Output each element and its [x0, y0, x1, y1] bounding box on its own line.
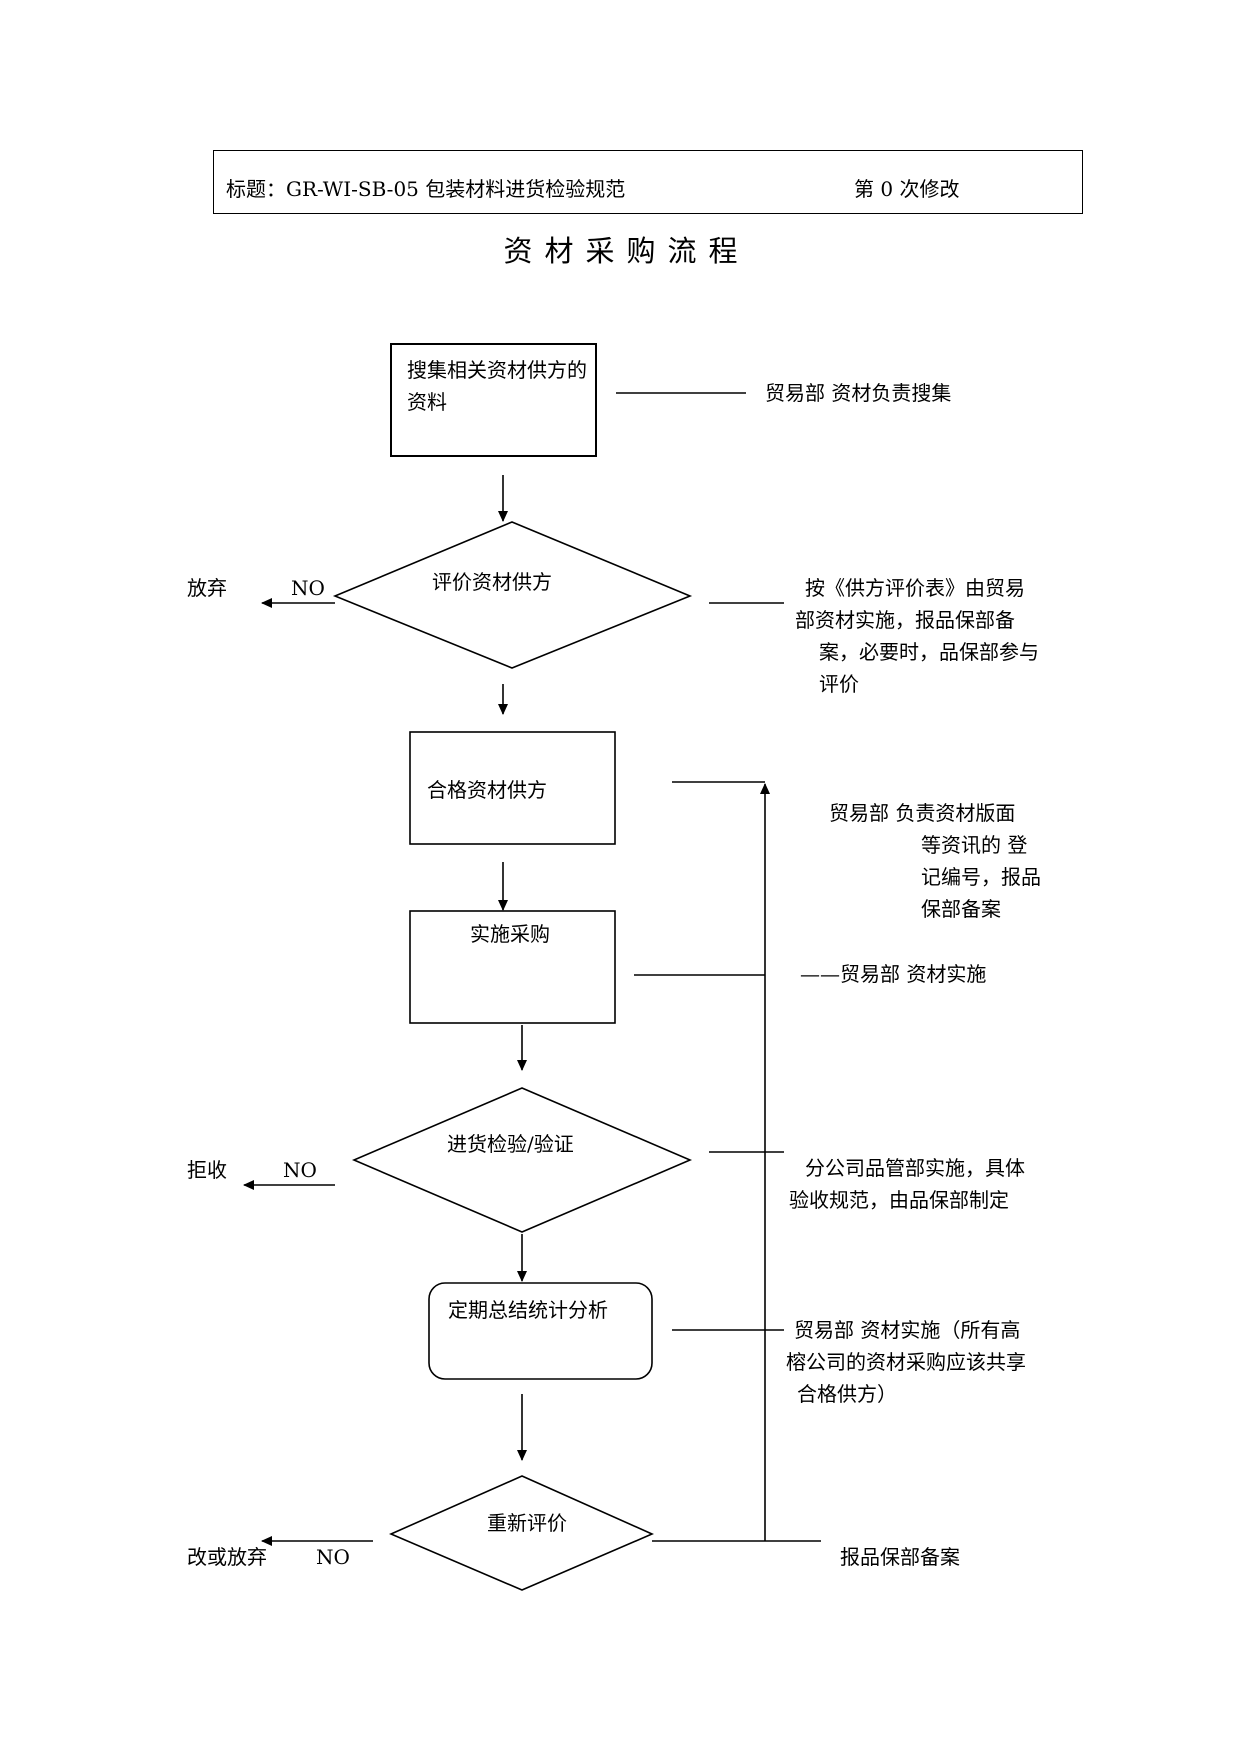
- node-qualified-box: [409, 731, 616, 845]
- node-collect-box: [390, 343, 597, 457]
- note-inspect-line-1: 分公司品管部实施，具体: [805, 1156, 1025, 1180]
- node-inspect-label: 进货检验/验证: [447, 1132, 574, 1156]
- note-evaluate-line-3: 案，必要时，品保部参与: [819, 640, 1039, 664]
- note-collect-line-1: 贸易部 资材负责搜集: [765, 381, 952, 405]
- note-summary-line-2: 榕公司的资材采购应该共享: [786, 1350, 1026, 1374]
- node-summary-box: [428, 1282, 653, 1380]
- note-qualified-line-1: 贸易部 负责资材版面: [829, 801, 1016, 825]
- note-purchase-line-1: ——贸易部 资材实施: [800, 962, 987, 986]
- node-inspect-diamond: [351, 1087, 693, 1233]
- note-evaluate-line-2: 部资材实施，报品保部备: [795, 608, 1015, 632]
- node-evaluate-diamond: [332, 521, 693, 669]
- reject-label: 拒收: [187, 1158, 227, 1182]
- no-label-inspect: NO: [283, 1158, 317, 1182]
- document-title: 标题：GR-WI-SB-05 包装材料进货检验规范: [226, 177, 626, 201]
- node-reevaluate-diamond: [388, 1475, 654, 1591]
- node-qualified-label: 合格资材供方: [427, 778, 547, 802]
- abandon-label: 放弃: [187, 576, 227, 600]
- revision-label: 第 0 次修改: [854, 177, 960, 201]
- no-label-evaluate: NO: [291, 576, 325, 600]
- no-label-reevaluate: NO: [316, 1545, 350, 1569]
- note-evaluate-line-1: 按《供方评价表》由贸易: [805, 576, 1025, 600]
- note-evaluate-line-4: 评价: [819, 672, 859, 696]
- change-or-abandon-label: 改或放弃: [187, 1545, 267, 1569]
- note-qualified-line-3: 记编号，报品: [921, 865, 1041, 889]
- note-inspect-line-2: 验收规范，由品保部制定: [789, 1188, 1009, 1212]
- note-summary-line-3: 合格供方）: [797, 1382, 897, 1406]
- node-summary-label: 定期总结统计分析: [448, 1298, 608, 1322]
- node-evaluate-label: 评价资材供方: [432, 570, 552, 594]
- note-reevaluate-line-1: 报品保部备案: [840, 1545, 960, 1569]
- note-qualified-line-4: 保部备案: [921, 897, 1001, 921]
- node-collect-label: 搜集相关资材供方的资料: [407, 358, 587, 414]
- node-purchase-label: 实施采购: [470, 922, 550, 946]
- document-header: 标题：GR-WI-SB-05 包装材料进货检验规范 第 0 次修改: [213, 150, 1083, 214]
- note-qualified-line-2: 等资讯的 登: [921, 833, 1028, 857]
- node-reevaluate-label: 重新评价: [487, 1511, 567, 1535]
- page-title: 资材采购流程: [503, 234, 750, 268]
- node-purchase-box: [409, 910, 616, 1024]
- note-summary-line-1: 贸易部 资材实施（所有高: [794, 1318, 1021, 1342]
